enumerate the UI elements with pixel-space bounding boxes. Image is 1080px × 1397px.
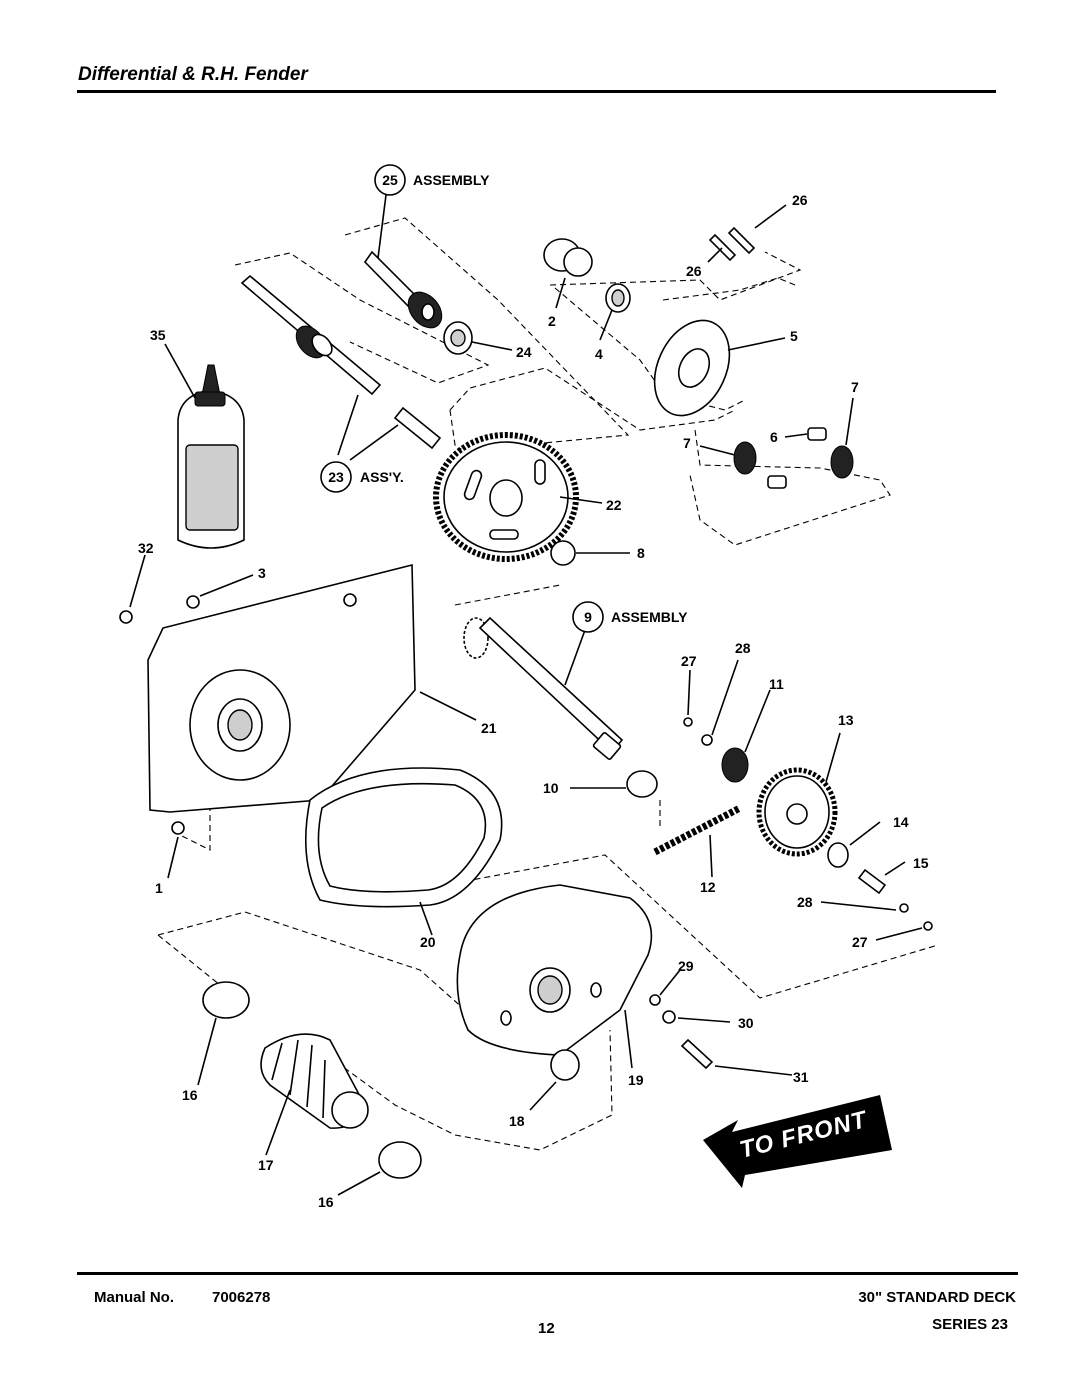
label-27b: 27 (852, 934, 868, 950)
boot-17 (260, 1033, 369, 1129)
page-title: Differential & R.H. Fender (78, 64, 308, 85)
page-number: 12 (538, 1320, 555, 1337)
exploded-parts-diagram: 25 ASSEMBLY 23 ASS'Y. 9 ASSEMBLY 26 26 2… (119, 164, 939, 1210)
callout-25-assembly: 25 ASSEMBLY (374, 164, 490, 196)
flange-plate-5 (653, 319, 731, 417)
label-28b: 28 (797, 894, 813, 910)
svg-text:ASSEMBLY: ASSEMBLY (611, 609, 688, 625)
label-19: 19 (628, 1072, 644, 1088)
svg-text:25: 25 (382, 172, 398, 188)
gear-11 (721, 747, 749, 783)
label-18: 18 (509, 1113, 525, 1129)
label-12: 12 (700, 879, 716, 895)
label-31: 31 (793, 1069, 809, 1085)
washer-10 (626, 770, 658, 798)
label-26b: 26 (686, 263, 702, 279)
deck-label: 30" STANDARD DECK (858, 1289, 1016, 1306)
svg-text:ASSEMBLY: ASSEMBLY (413, 172, 490, 188)
clamps-16 (202, 981, 422, 1179)
part-number-labels: 26 26 2 4 24 35 5 7 7 6 22 8 32 3 21 27 … (138, 192, 929, 1210)
axle-shaft-assembly-25 (363, 250, 473, 355)
label-4: 4 (595, 346, 603, 362)
gasket-20 (304, 767, 503, 908)
label-26a: 26 (792, 192, 808, 208)
header-rule (77, 90, 996, 93)
plug-18 (550, 1049, 580, 1081)
sprocket-13 (756, 767, 838, 857)
label-8: 8 (637, 545, 645, 561)
label-16a: 16 (182, 1087, 198, 1103)
label-20: 20 (420, 934, 436, 950)
leader-lines (129, 194, 923, 1196)
svg-text:ASS'Y.: ASS'Y. (360, 469, 404, 485)
housing-plate-21 (147, 563, 416, 813)
callout-9-assembly: 9 ASSEMBLY (572, 601, 688, 633)
pins-6 (767, 427, 827, 489)
label-1: 1 (155, 880, 163, 896)
label-6: 6 (770, 429, 778, 445)
label-28a: 28 (735, 640, 751, 656)
to-front-arrow: TO FRONT (703, 1095, 892, 1188)
manual-label: Manual No. (94, 1289, 175, 1306)
ring-gear-22 (433, 432, 579, 562)
bolts-26 (708, 226, 756, 262)
label-2: 2 (548, 313, 556, 329)
hardware-29-30-31 (649, 994, 714, 1070)
shaft-assembly-9 (463, 616, 624, 760)
label-13: 13 (838, 712, 854, 728)
footer-rule (77, 1272, 1018, 1275)
label-22: 22 (606, 497, 622, 513)
label-35: 35 (150, 327, 166, 343)
label-7b: 7 (683, 435, 691, 451)
series-label: SERIES 23 (932, 1316, 1008, 1333)
label-27a: 27 (681, 653, 697, 669)
lubricant-bottle (177, 364, 245, 549)
snap-ring-14 (827, 842, 849, 868)
bushing-2 (543, 238, 593, 277)
axle-shaft-assembly-23 (240, 274, 442, 450)
label-14: 14 (893, 814, 909, 830)
callout-23-assy: 23 ASS'Y. (320, 461, 404, 493)
label-29: 29 (678, 958, 694, 974)
washer-8 (550, 540, 576, 566)
label-32: 32 (138, 540, 154, 556)
label-17: 17 (258, 1157, 274, 1173)
label-11: 11 (769, 676, 784, 692)
label-24: 24 (516, 344, 532, 360)
svg-text:9: 9 (584, 609, 592, 625)
label-15: 15 (913, 855, 929, 871)
chain-12 (653, 804, 742, 856)
pin-15 (857, 868, 887, 895)
label-7a: 7 (851, 379, 859, 395)
label-3: 3 (258, 565, 266, 581)
nuts-3-32-1 (119, 595, 200, 835)
label-5: 5 (790, 328, 798, 344)
cover-19 (456, 884, 653, 1056)
label-10: 10 (543, 780, 559, 796)
svg-text:23: 23 (328, 469, 344, 485)
pinion-gears-7 (733, 441, 854, 479)
manual-number: 7006278 (212, 1289, 271, 1306)
label-21: 21 (481, 720, 497, 736)
label-16b: 16 (318, 1194, 334, 1210)
label-30: 30 (738, 1015, 754, 1031)
